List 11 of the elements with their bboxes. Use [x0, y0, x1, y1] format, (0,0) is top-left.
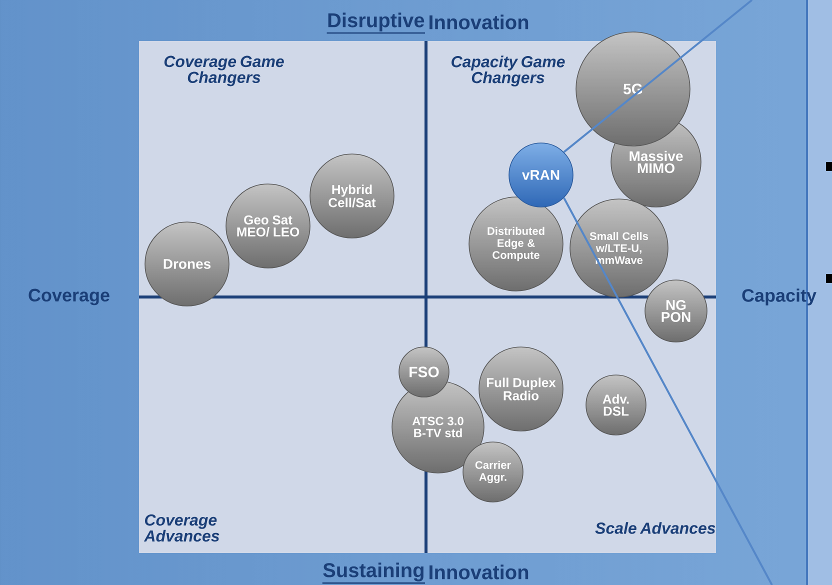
- quadrant-label: Scale Advances: [595, 522, 716, 534]
- quadrant-label: Coverage Game Changers: [164, 56, 284, 86]
- heading-text: Innovation: [430, 14, 528, 30]
- zoom-line: [563, 0, 753, 153]
- zoom-line: [563, 197, 773, 585]
- axis-label: Capacity: [742, 288, 816, 306]
- axis-label: Coverage: [28, 288, 110, 306]
- heading-text: Innovation: [430, 564, 528, 580]
- heading-text: Sustaining: [323, 562, 424, 582]
- heading-text: Disruptive: [328, 12, 424, 32]
- quadrant-label: Coverage Advances: [144, 514, 220, 542]
